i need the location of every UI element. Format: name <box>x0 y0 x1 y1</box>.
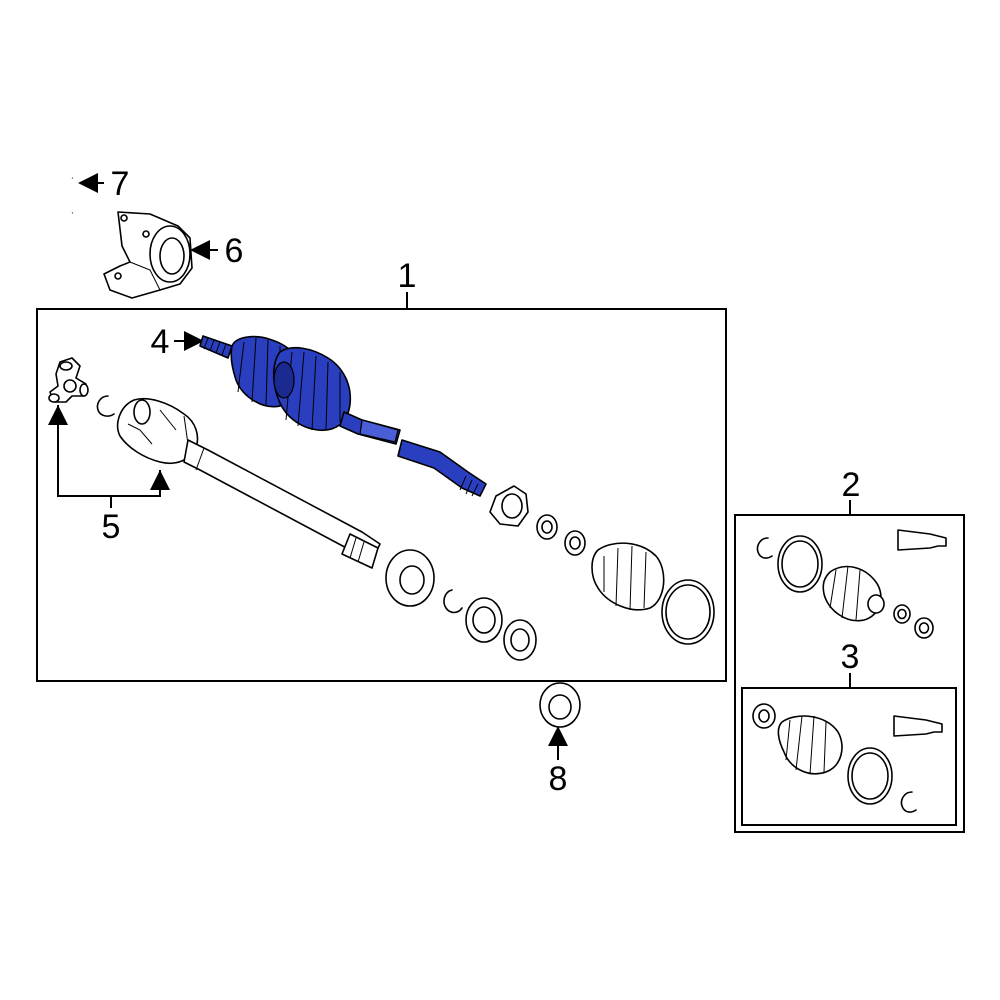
svg-text:8: 8 <box>549 760 568 798</box>
kit2-grease-tube[interactable] <box>897 529 947 551</box>
kit3-grease-tube[interactable] <box>893 715 943 737</box>
damper-ring[interactable] <box>489 485 529 527</box>
svg-text:3: 3 <box>841 638 860 676</box>
inboard-shaft-4[interactable] <box>199 335 487 497</box>
callout-3[interactable]: 3 <box>841 638 860 676</box>
callout-1[interactable]: 1 <box>398 257 417 295</box>
seal-ring-b[interactable] <box>503 619 537 661</box>
callout-4[interactable]: 4 <box>151 323 170 361</box>
svg-text:7: 7 <box>111 165 130 203</box>
boot-clamp-small-b[interactable] <box>564 530 586 556</box>
svg-text:1: 1 <box>398 257 417 295</box>
kit3-clamp[interactable] <box>752 703 776 729</box>
dust-seal-8[interactable] <box>539 682 581 728</box>
kit2-circlip[interactable] <box>756 537 773 559</box>
callout-2[interactable]: 2 <box>842 466 861 504</box>
svg-text:5: 5 <box>102 508 121 546</box>
callout-7[interactable]: 7 <box>111 165 130 203</box>
bearing-bracket-6[interactable] <box>103 211 193 299</box>
kit2-clamp-a[interactable] <box>893 604 911 624</box>
assembly-box-1 <box>36 308 727 682</box>
svg-text:4: 4 <box>151 323 170 361</box>
tripod-joint-5[interactable] <box>48 357 381 569</box>
kit2-clamp-b[interactable] <box>914 617 934 639</box>
callout-6[interactable]: 6 <box>225 232 244 270</box>
snap-ring-7[interactable] <box>40 174 73 216</box>
kit3-boot-band[interactable] <box>847 747 893 805</box>
kit2-boot-band[interactable] <box>777 535 823 593</box>
svg-text:2: 2 <box>842 466 861 504</box>
svg-text:6: 6 <box>225 232 244 270</box>
callout-5[interactable]: 5 <box>102 508 121 546</box>
callout-8[interactable]: 8 <box>549 760 568 798</box>
kit3-circlip[interactable] <box>900 791 917 813</box>
circlip-outboard[interactable] <box>443 589 463 614</box>
kit-box-3 <box>741 687 957 826</box>
boot-clamp-small-a[interactable] <box>536 514 558 540</box>
seal-ring-a[interactable] <box>465 597 503 643</box>
outboard-bearing[interactable] <box>385 549 435 607</box>
outboard-boot-band[interactable] <box>661 579 715 645</box>
outboard-boot[interactable] <box>591 542 665 611</box>
kit3-boot[interactable] <box>777 715 843 775</box>
arrow-5-bracket <box>48 405 170 508</box>
kit2-boot[interactable] <box>822 565 885 622</box>
